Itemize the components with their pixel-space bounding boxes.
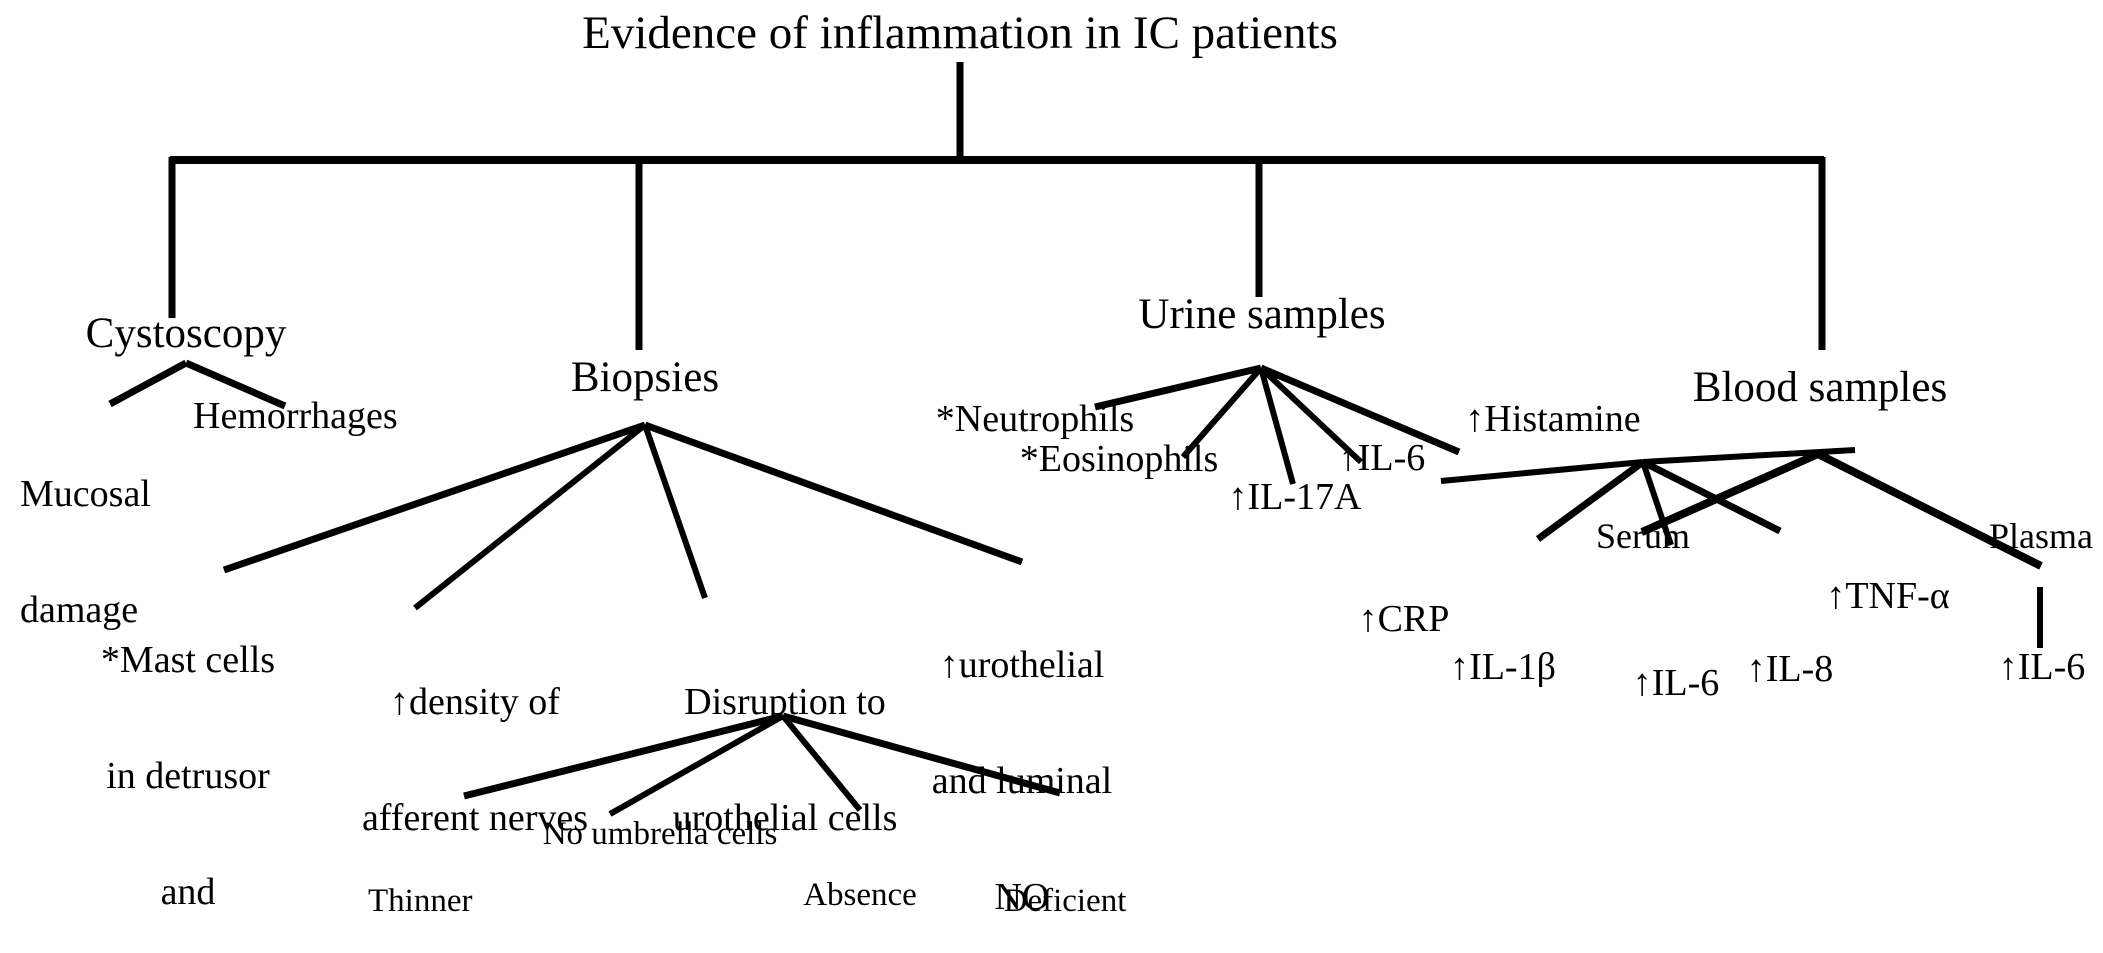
node-cystoscopy: Cystoscopy <box>85 310 287 357</box>
node-serum-il6: ↑IL-6 <box>1632 662 1720 704</box>
node-mast-cells-line3: and <box>160 871 216 913</box>
node-il17a: ↑IL-17A <box>1228 476 1362 518</box>
node-absence-zo1: Absence of ZO-1 <box>803 812 917 953</box>
edge-biopsies-no <box>643 421 1024 566</box>
node-mucosal-damage-line1: Mucosal <box>20 472 151 515</box>
edge-serum-crp <box>1440 459 1644 484</box>
node-thinner-urothelium: Thinner urothelium layer <box>368 818 513 953</box>
node-crp: ↑CRP <box>1358 598 1450 640</box>
node-disruption-line1: Disruption to <box>684 680 886 723</box>
node-mast-cells-line1: *Mast cells <box>100 638 276 681</box>
node-tnfa: ↑TNF-α <box>1826 575 1950 617</box>
node-blood-samples: Blood samples <box>1692 364 1948 411</box>
edge-serum-tnfa <box>1642 447 1856 465</box>
node-hemorrhages: Hemorrhages <box>193 395 398 437</box>
node-no-line2: and luminal <box>931 759 1113 802</box>
edge-biopsies-afferent <box>413 422 647 611</box>
node-il8: ↑IL-8 <box>1746 648 1834 690</box>
node-biopsies: Biopsies <box>570 354 720 401</box>
node-afferent-nerves-line2: afferent nerves <box>361 796 589 839</box>
node-afferent-nerves-line1: ↑density of <box>390 680 560 723</box>
node-histamine: ↑Histamine <box>1465 398 1641 440</box>
node-mast-cells: *Mast cells in detrusor and suburothelia… <box>89 563 287 953</box>
node-urothelial-luminal-no: ↑urothelial and luminal NO <box>932 568 1112 953</box>
node-no-umbrella-cells: No umbrella cells <box>542 816 778 852</box>
node-serum: Serum <box>1596 516 1690 556</box>
node-disruption-urothelial: Disruption to urothelial cells <box>673 605 898 915</box>
node-disruption-line2: urothelial cells <box>672 796 898 839</box>
node-thinner-line1: Thinner <box>368 883 473 920</box>
node-neutrophils: *Neutrophils <box>935 398 1135 440</box>
root-node: Evidence of inflammation in IC patients <box>582 7 1338 59</box>
node-uroplakin-line1: Deficient <box>1003 883 1127 920</box>
node-plasma: Plasma <box>1989 516 2093 556</box>
node-plasma-il6: ↑IL-6 <box>1998 646 2086 688</box>
edge-biopsies-disruption <box>642 424 708 599</box>
edge-biopsies-mastcells <box>222 421 647 574</box>
node-mucosal-damage: Mucosal damage <box>20 397 151 707</box>
node-mast-cells-line2: in detrusor <box>106 754 270 797</box>
node-zo1-line1: Absence <box>803 877 917 914</box>
node-no-line3: NO <box>994 876 1050 918</box>
node-mucosal-damage-line2: damage <box>20 588 139 631</box>
node-afferent-nerves: ↑density of afferent nerves <box>362 605 588 915</box>
node-deficient-uroplakin: Deficient uroplakin and E-cadherin <box>974 818 1156 953</box>
node-urine-il6: ↑IL-6 <box>1338 437 1426 479</box>
edge-urine-il17a <box>1258 367 1296 485</box>
node-il1b: ↑IL-1β <box>1450 646 1556 688</box>
node-eosinophils: *Eosinophils <box>1019 438 1219 480</box>
node-urine-samples: Urine samples <box>1138 291 1386 338</box>
node-no-line1: ↑urothelial <box>939 643 1105 686</box>
